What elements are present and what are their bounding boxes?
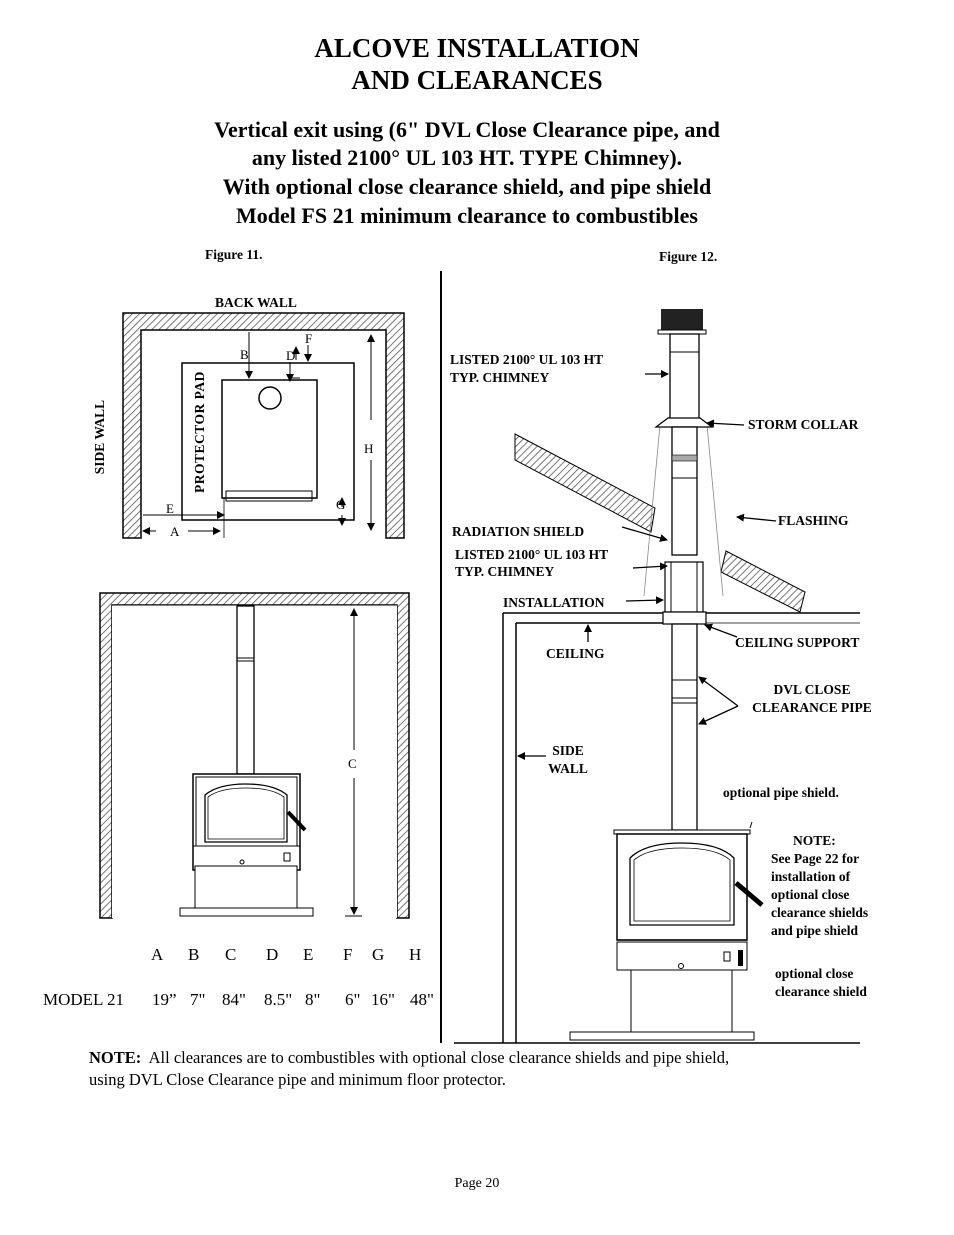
table-cell: 19” (152, 990, 177, 1009)
chimney-top-label-2: TYP. CHIMNEY (450, 370, 550, 385)
table-cell: 6" (345, 990, 361, 1009)
table-header: E (303, 945, 314, 964)
dim-c: C (348, 756, 357, 771)
page-number: Page 20 (454, 1176, 500, 1191)
installation-label: INSTALLATION (503, 595, 605, 610)
figure11-plan (122, 312, 405, 539)
dim-a: A (170, 524, 180, 539)
table-cell: 84" (222, 990, 246, 1009)
chimney-low-label-1: LISTED 2100° UL 103 HT (455, 547, 609, 562)
page-title-line1: ALCOVE INSTALLATION (314, 33, 640, 63)
flashing-label: FLASHING (778, 513, 849, 528)
side-wall-label-2: WALL (548, 761, 588, 776)
side-wall-label-1: SIDE (552, 743, 584, 758)
dim-e: E (166, 501, 174, 516)
table-cell: 8" (305, 990, 321, 1009)
subtitle-line3: With optional close clearance shield, an… (222, 174, 712, 199)
table-header: F (343, 945, 353, 964)
dvl-pipe-label-2: CLEARANCE PIPE (752, 700, 872, 715)
table-header: C (225, 945, 237, 964)
dim-f: F (305, 331, 313, 346)
dim-h: H (364, 441, 374, 456)
figure11-caption: Figure 11. (205, 247, 263, 262)
model-label: MODEL 21 (43, 990, 125, 1009)
fig12-note-line: See Page 22 for (771, 851, 860, 866)
figure11-front (99, 592, 410, 919)
table-header: H (409, 945, 422, 964)
footer-note-label: NOTE: (89, 1048, 142, 1067)
page-title-line2: AND CLEARANCES (351, 65, 603, 95)
figure12-drawing (454, 309, 860, 1044)
close-shield-label-2: clearance shield (775, 984, 867, 999)
side-wall-label: SIDE WALL (92, 399, 107, 475)
subtitle-line1: Vertical exit using (6" DVL Close Cleara… (214, 117, 720, 142)
table-cell: 16" (371, 990, 395, 1009)
dvl-pipe-label-1: DVL CLOSE (773, 682, 851, 697)
footer-note-line2: using DVL Close Clearance pipe and minim… (89, 1070, 506, 1089)
footer-note-text: All clearances are to combustibles with … (148, 1048, 730, 1067)
ceiling-label: CEILING (546, 646, 605, 661)
table-header: G (372, 945, 385, 964)
footer-note: NOTE: All clearances are to combustibles… (89, 1047, 889, 1069)
fig12-note-title: NOTE: (793, 833, 836, 848)
figure12-caption: Figure 12. (659, 249, 718, 264)
chimney-low-label-2: TYP. CHIMNEY (455, 564, 555, 579)
subtitle-line2: any listed 2100° UL 103 HT. TYPE Chimney… (251, 145, 683, 170)
table-cell: 8.5" (264, 990, 293, 1009)
table-cell: 7" (190, 990, 206, 1009)
dim-g: G (336, 497, 346, 512)
table-header: D (266, 945, 279, 964)
ceiling-support-label: CEILING SUPPORT (735, 635, 860, 650)
pipe-shield-label: optional pipe shield. (723, 785, 839, 800)
fig12-note-line: installation of (771, 869, 851, 884)
fig12-note-line: clearance shields (771, 905, 869, 920)
table-header: A (151, 945, 164, 964)
dim-b: B (240, 347, 249, 362)
fig12-note-line: and pipe shield (771, 923, 859, 938)
protector-pad-label: PROTECTOR PAD (192, 371, 207, 493)
storm-collar-label: STORM COLLAR (748, 417, 859, 432)
chimney-top-label-1: LISTED 2100° UL 103 HT (450, 352, 604, 367)
dim-d: D (286, 348, 296, 363)
fig12-note-line: optional close (771, 887, 850, 902)
close-shield-label-1: optional close (775, 966, 854, 981)
back-wall-label: BACK WALL (215, 295, 297, 310)
radiation-shield-label: RADIATION SHIELD (452, 524, 585, 539)
table-cell: 48" (410, 990, 434, 1009)
table-header: B (188, 945, 200, 964)
subtitle-line4: Model FS 21 minimum clearance to combust… (236, 203, 698, 228)
